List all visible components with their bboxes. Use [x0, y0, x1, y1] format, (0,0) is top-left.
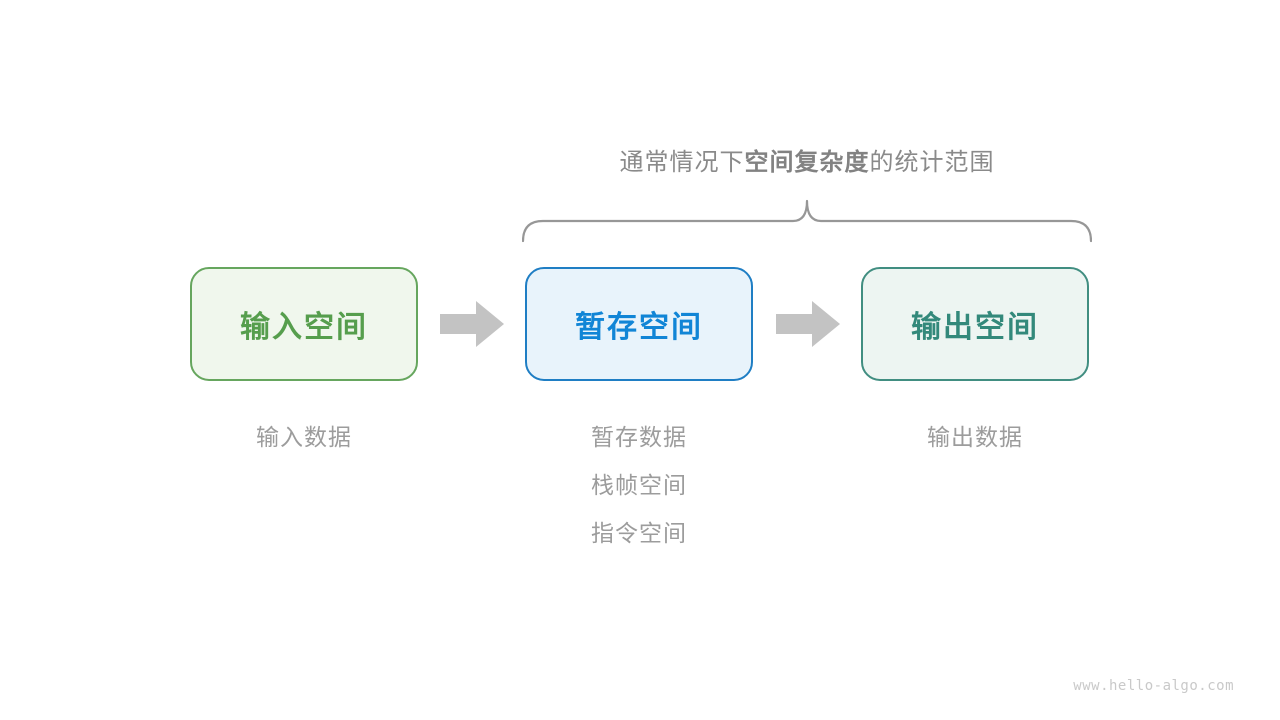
- title-prefix: 通常情况下: [619, 148, 745, 176]
- box-output-space: 输出空间: [861, 267, 1089, 381]
- box-input-space: 输入空间: [190, 267, 418, 381]
- box-input-space-label: 输入空间: [240, 310, 368, 345]
- arrow-right-icon: [776, 301, 840, 347]
- box-temp-space-label: 暂存空间: [575, 310, 703, 345]
- box-temp-space: 暂存空间: [525, 267, 753, 381]
- note-output-data: 输出数据: [927, 425, 1023, 451]
- box-output-space-label: 输出空间: [911, 310, 1039, 345]
- note-input-data: 输入数据: [256, 425, 352, 451]
- arrow-right-icon: [440, 301, 504, 347]
- note-stack-frame-space: 栈帧空间: [591, 473, 687, 499]
- diagram-title: 通常情况下空间复杂度的统计范围: [522, 146, 1092, 178]
- notes-temp-space: 暂存数据 栈帧空间 指令空间: [525, 424, 753, 549]
- watermark: www.hello-algo.com: [1073, 678, 1234, 694]
- title-emphasis: 空间复杂度: [744, 148, 870, 176]
- curly-brace-icon: [522, 199, 1092, 243]
- note-temp-data: 暂存数据: [591, 425, 687, 451]
- title-suffix: 的统计范围: [869, 148, 995, 176]
- note-instruction-space: 指令空间: [591, 521, 687, 547]
